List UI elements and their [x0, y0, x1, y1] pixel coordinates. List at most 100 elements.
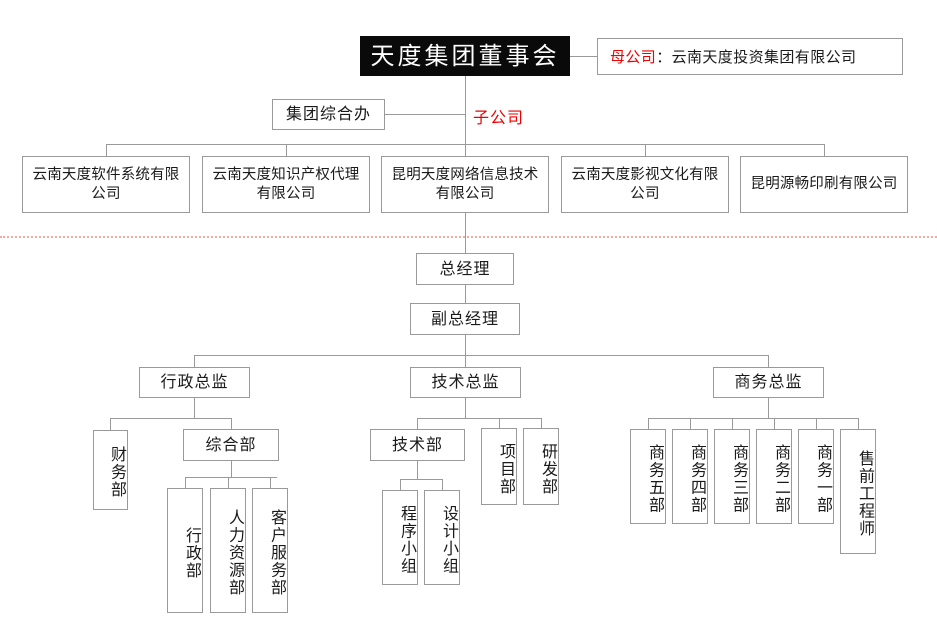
connector-office-to-trunk — [385, 114, 465, 115]
node-business-unit-4-label: 商务二部 — [772, 444, 791, 514]
connector-drop-business-4 — [774, 418, 775, 429]
connector-drop-director-admin — [194, 355, 195, 367]
node-hr-dept-label: 人力资源部 — [226, 509, 245, 597]
connector-subsidiary3-to-lower — [465, 213, 466, 254]
connector-drop-subsidiary-4 — [645, 144, 646, 156]
node-group-office[interactable]: 集团综合办 — [272, 99, 385, 130]
node-tech-dept-label: 技术部 — [391, 434, 443, 454]
node-business-unit-4[interactable]: 商务二部 — [756, 429, 792, 524]
node-director-business[interactable]: 商务总监 — [713, 367, 824, 398]
node-design-group[interactable]: 设计小组 — [424, 490, 460, 585]
connector-tech-dept-bus — [400, 479, 442, 480]
node-business-unit-5[interactable]: 商务一部 — [798, 429, 834, 524]
node-admin-dept-label: 行政部 — [183, 526, 202, 580]
node-general-manager-label: 总经理 — [439, 258, 491, 278]
connector-drop-business-2 — [690, 418, 691, 429]
node-business-unit-1[interactable]: 商务五部 — [630, 429, 666, 524]
node-project-dept[interactable]: 项目部 — [481, 428, 517, 505]
node-subsidiary-5-label: 昆明源畅印刷有限公司 — [750, 176, 898, 193]
connector-drop-business-1 — [648, 418, 649, 429]
node-business-unit-1-label: 商务五部 — [646, 444, 665, 514]
node-subsidiary-2[interactable]: 云南天度知识产权代理有限公司 — [202, 156, 370, 213]
connector-business-bus — [648, 418, 858, 419]
node-director-business-label: 商务总监 — [734, 372, 803, 392]
node-group-office-label: 集团综合办 — [285, 104, 371, 124]
connector-admin-bus — [110, 418, 231, 419]
connector-general-affairs-trunk — [231, 461, 232, 477]
node-director-tech-label: 技术总监 — [431, 372, 500, 392]
node-finance-dept[interactable]: 财务部 — [93, 430, 128, 510]
connector-business-trunk — [768, 398, 769, 418]
subsidiary-group-label: 子公司 — [473, 104, 524, 128]
subsidiary-group-label-text: 子公司 — [473, 108, 525, 127]
node-subsidiary-4[interactable]: 云南天度影视文化有限公司 — [561, 156, 729, 213]
node-subsidiary-1[interactable]: 云南天度软件系统有限公司 — [22, 156, 190, 213]
connector-drop-business-6 — [858, 418, 859, 429]
connector-drop-general-affairs — [231, 418, 232, 429]
node-program-group[interactable]: 程序小组 — [382, 490, 418, 585]
node-design-group-label: 设计小组 — [440, 505, 459, 575]
node-subsidiary-4-label: 云南天度影视文化有限公司 — [571, 166, 719, 202]
connector-drop-admin-dept — [185, 477, 186, 488]
node-deputy-general-manager[interactable]: 副总经理 — [410, 303, 520, 335]
node-business-unit-2[interactable]: 商务四部 — [672, 429, 708, 524]
node-subsidiary-3[interactable]: 昆明天度网络信息技术有限公司 — [381, 156, 549, 213]
parent-company-name: 云南天度投资集团有限公司 — [671, 48, 857, 66]
connector-dgm-trunk — [465, 335, 466, 355]
parent-company-prefix: 母公司 — [610, 48, 657, 66]
node-rd-dept-label: 研发部 — [539, 442, 558, 496]
node-business-unit-5-label: 商务一部 — [814, 444, 833, 514]
connector-drop-project-dept — [499, 418, 500, 428]
node-director-tech[interactable]: 技术总监 — [410, 367, 521, 398]
connector-drop-director-tech — [465, 355, 466, 367]
node-general-manager[interactable]: 总经理 — [416, 253, 514, 285]
section-divider — [0, 236, 937, 238]
node-customer-service-dept-label: 客户服务部 — [268, 509, 287, 597]
node-admin-dept[interactable]: 行政部 — [167, 488, 203, 613]
connector-drop-finance — [110, 418, 111, 430]
connector-drop-rd-dept — [541, 418, 542, 428]
connector-drop-tech-dept — [417, 418, 418, 429]
node-subsidiary-3-label: 昆明天度网络信息技术有限公司 — [391, 166, 539, 202]
connector-drop-program-group — [400, 479, 401, 490]
connector-root-to-parent-label — [570, 56, 597, 57]
connector-drop-subsidiary-1 — [106, 144, 107, 156]
connector-drop-customer-service-dept — [270, 477, 271, 488]
node-board-of-directors[interactable]: 天度集团董事会 — [360, 36, 570, 76]
node-tech-dept[interactable]: 技术部 — [370, 429, 465, 461]
node-director-admin[interactable]: 行政总监 — [139, 367, 250, 398]
connector-tech-bus — [417, 418, 541, 419]
node-program-group-label: 程序小组 — [398, 505, 417, 575]
connector-drop-director-business — [768, 355, 769, 367]
parent-company-separator: ： — [656, 48, 672, 66]
node-subsidiary-1-label: 云南天度软件系统有限公司 — [32, 166, 180, 202]
node-project-dept-label: 项目部 — [497, 442, 516, 496]
node-business-unit-2-label: 商务四部 — [688, 444, 707, 514]
connector-drop-hr-dept — [228, 477, 229, 488]
connector-root-trunk — [465, 76, 466, 144]
connector-drop-subsidiary-5 — [824, 144, 825, 156]
node-customer-service-dept[interactable]: 客户服务部 — [252, 488, 288, 613]
connector-drop-subsidiary-2 — [286, 144, 287, 156]
connector-director-bus — [194, 355, 768, 356]
connector-tech-dept-trunk — [417, 461, 418, 479]
node-hr-dept[interactable]: 人力资源部 — [210, 488, 246, 613]
node-subsidiary-2-label: 云南天度知识产权代理有限公司 — [212, 166, 360, 202]
node-presales-engineer-label: 售前工程师 — [856, 450, 875, 538]
connector-drop-business-3 — [732, 418, 733, 429]
node-business-unit-3[interactable]: 商务三部 — [714, 429, 750, 524]
node-general-affairs-dept[interactable]: 综合部 — [183, 429, 279, 461]
connector-drop-business-5 — [816, 418, 817, 429]
node-subsidiary-5[interactable]: 昆明源畅印刷有限公司 — [740, 156, 908, 213]
node-director-admin-label: 行政总监 — [160, 372, 229, 392]
node-general-affairs-dept-label: 综合部 — [205, 434, 257, 454]
connector-admin-trunk — [194, 398, 195, 418]
node-rd-dept[interactable]: 研发部 — [523, 428, 559, 505]
connector-drop-design-group — [442, 479, 443, 490]
node-presales-engineer[interactable]: 售前工程师 — [840, 429, 876, 554]
node-board-of-directors-label: 天度集团董事会 — [370, 41, 560, 70]
node-deputy-general-manager-label: 副总经理 — [430, 308, 499, 328]
connector-gm-to-dgm — [465, 285, 466, 303]
node-finance-dept-label: 财务部 — [108, 446, 127, 499]
